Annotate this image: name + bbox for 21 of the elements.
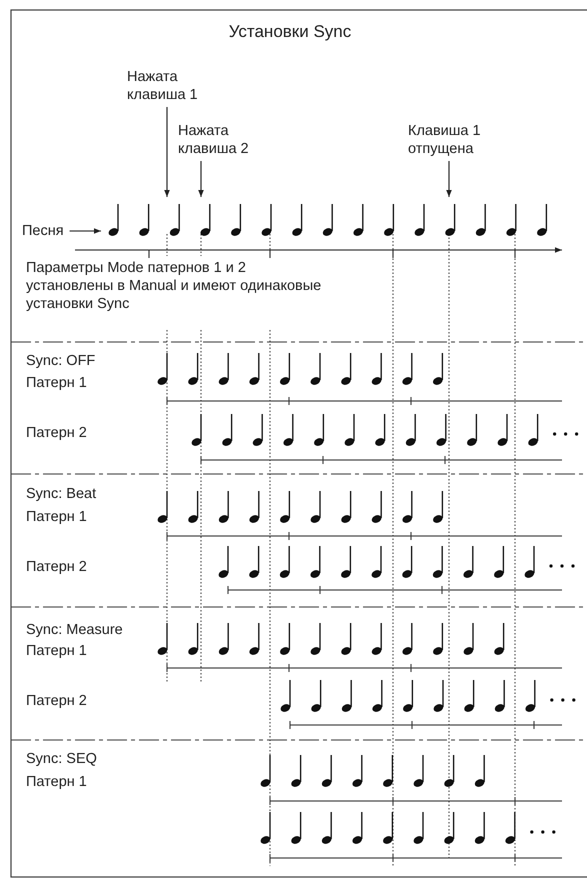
annotation-text: Песня <box>22 222 64 240</box>
pattern-label: Патерн 2 <box>26 558 87 576</box>
sync-mode-label: Sync: OFF <box>26 352 96 370</box>
pattern-label: Патерн 1 <box>26 508 87 526</box>
arrow <box>164 107 170 197</box>
annotation-text: Нажата клавиша 2 <box>178 122 250 158</box>
pattern-label: Патерн 2 <box>26 692 87 710</box>
arrow <box>70 228 101 234</box>
diagram-title: Установки Sync <box>228 22 352 42</box>
annotation-text: Клавиша 1 отпущена <box>408 122 482 158</box>
pattern-label: Патерн 2 <box>26 424 87 442</box>
pattern-label: Патерн 1 <box>26 642 87 660</box>
sync-mode-label: Sync: Measure <box>26 621 123 639</box>
arrow <box>446 161 452 197</box>
annotation-text: Нажата клавиша 1 <box>127 68 199 104</box>
arrow <box>198 161 204 197</box>
sync-mode-label: Sync: Beat <box>26 485 96 503</box>
pattern-label: Патерн 1 <box>26 374 87 392</box>
sync-mode-label: Sync: SEQ <box>26 750 97 768</box>
note-text: Параметры Mode патернов 1 и 2 установлены в Manual и имеют одинаковые установки Sync <box>26 259 322 313</box>
pattern-label: Патерн 1 <box>26 773 87 791</box>
